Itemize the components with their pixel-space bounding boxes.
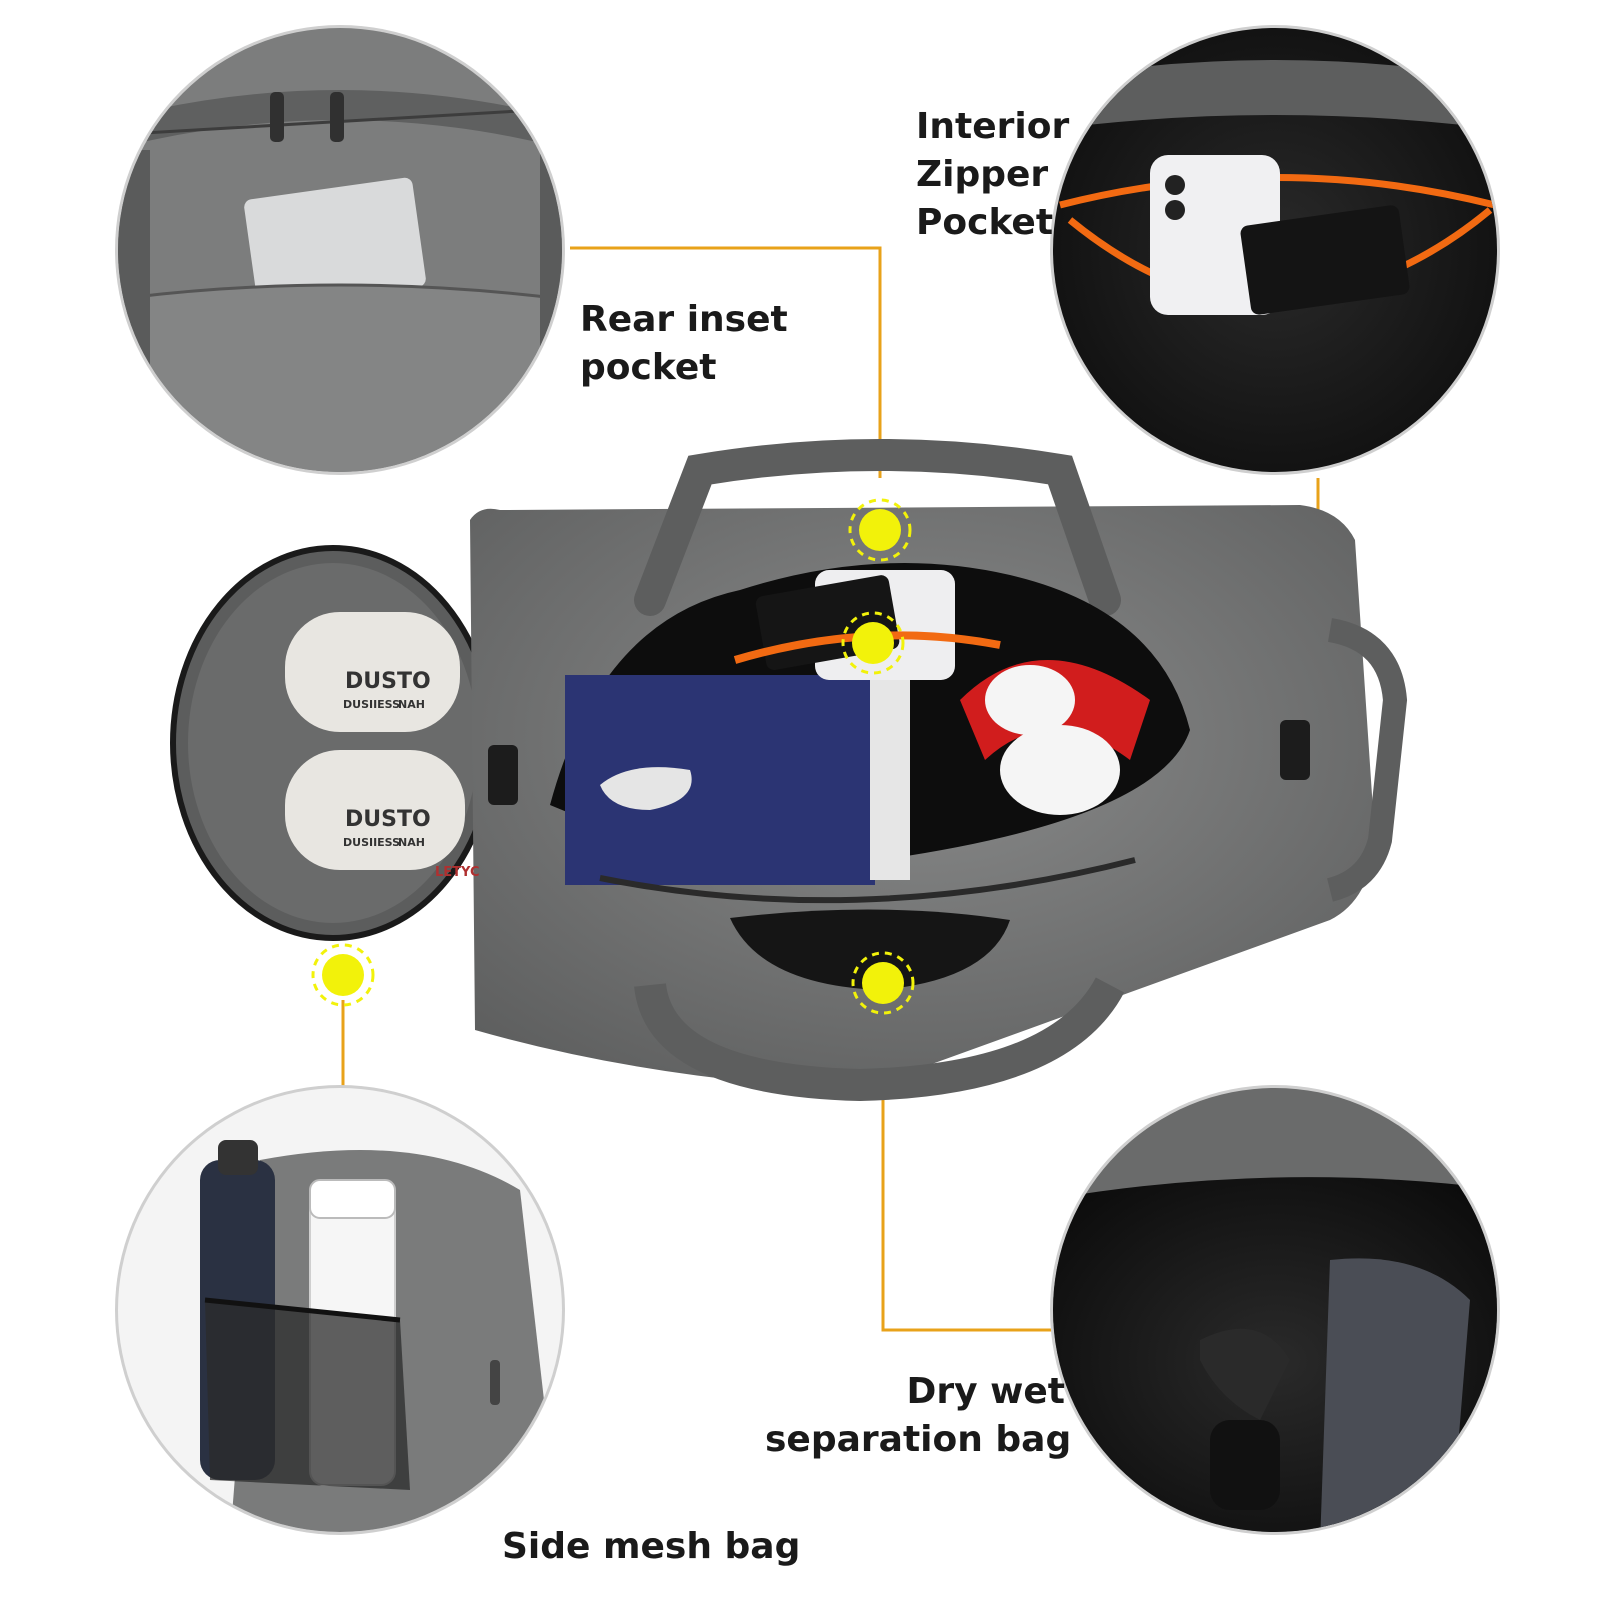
marker-rear-pocket [848, 498, 912, 562]
interior-pocket-line2: Zipper [916, 154, 1049, 195]
shoe-brand-top: DUSTO [345, 669, 431, 694]
shoe-print: DUSTO DUSIIESS NAH DUSTO DUSIIESS NAH LE… [343, 669, 480, 880]
interior-pocket-detail-image [1050, 25, 1500, 475]
rear-pocket-line1: Rear inset [580, 299, 788, 340]
wet-dry-detail-image [1050, 1085, 1500, 1535]
wet-dry-line1: Dry wet [906, 1371, 1065, 1412]
interior-pocket-line3: Pocket [916, 202, 1054, 243]
rear-pocket-connector [570, 246, 882, 478]
marker-interior-pocket [841, 611, 905, 675]
shoe-tag-top: NAH [398, 698, 425, 711]
interior-pocket-line1: Interior [916, 106, 1070, 147]
shoe-tag-bottom: NAH [398, 836, 425, 849]
duffel-bag-image [170, 439, 1408, 1102]
wet-dry-line2: separation bag [765, 1419, 1072, 1460]
marker-wet-dry [851, 951, 915, 1015]
side-mesh-line1: Side mesh bag [502, 1526, 801, 1567]
side-mesh-detail-image [115, 1085, 565, 1535]
rear-pocket-callout: Rear inset pocket [580, 296, 788, 392]
rear-pocket-line2: pocket [580, 347, 717, 388]
interior-pocket-callout: Interior Zipper Pocket [916, 103, 1069, 247]
shoe-sub-top: DUSIIESS [343, 698, 400, 711]
wet-dry-callout: Dry wet separation bag [765, 1368, 1072, 1464]
shoe-sub-bottom: DUSIIESS [343, 836, 400, 849]
wet-dry-connector [881, 998, 1092, 1332]
marker-side-mesh [311, 943, 375, 1007]
shoe-brand-bottom: DUSTO [345, 807, 431, 832]
shoe-print-letyc: LETYC [435, 865, 480, 880]
side-mesh-callout: Side mesh bag [502, 1523, 800, 1571]
rear-pocket-detail-image [115, 25, 565, 475]
highlight-markers [311, 498, 915, 1015]
